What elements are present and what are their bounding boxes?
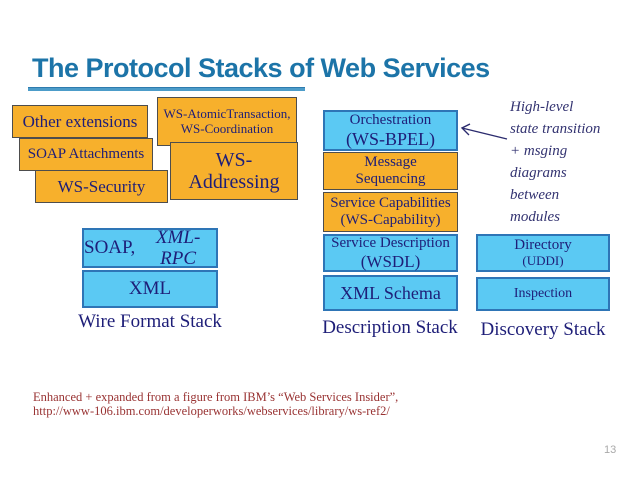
box-ws-addressing: WS-Addressing — [170, 142, 298, 200]
box-label: SOAP Attachments — [27, 146, 145, 163]
box-service-description: Service Description (WSDL) — [323, 234, 458, 272]
box-other-extensions: Other extensions — [12, 105, 148, 138]
box-label-line2: (WS-BPEL) — [346, 128, 435, 149]
box-label: Other extensions — [22, 111, 138, 131]
box-label-soap: SOAP, — [84, 237, 136, 259]
box-label: WS-Addressing — [188, 148, 280, 193]
box-label-line1: Directory — [514, 237, 572, 254]
box-label-line2: Sequencing — [355, 171, 426, 187]
box-label: XML Schema — [340, 282, 441, 303]
box-message-sequencing: Message Sequencing — [323, 152, 458, 190]
citation-line2: http://www-106.ibm.com/developerworks/we… — [33, 404, 390, 418]
box-label-line2: (UDDI) — [522, 253, 564, 269]
citation-text: Enhanced + expanded from a figure from I… — [33, 390, 473, 418]
page-title: The Protocol Stacks of Web Services — [32, 53, 490, 83]
annotation-line: High-level — [510, 99, 574, 115]
annotation-line: + msging — [510, 143, 568, 159]
box-label-line1: Message — [364, 154, 417, 171]
description-stack-label: Description Stack — [322, 317, 458, 338]
box-label-xml-rpc: XML-RPC — [155, 226, 201, 269]
annotation-line: diagrams — [510, 165, 567, 181]
box-label-line2: (WSDL) — [360, 251, 421, 271]
box-label-line2: (WS-Capability) — [340, 212, 441, 228]
box-label-line1: Orchestration — [349, 112, 432, 129]
box-inspection: Inspection — [476, 277, 610, 311]
box-label-line1: Service Description — [331, 235, 450, 252]
arrow-connector-icon — [460, 123, 508, 140]
annotation-line: between — [510, 187, 560, 203]
page-number: 13 — [604, 444, 617, 456]
title-underline-rule — [28, 87, 305, 91]
box-label-line2: WS-Coordination — [180, 120, 274, 136]
annotation-line: modules — [510, 209, 560, 225]
box-xml-schema: XML Schema — [323, 275, 458, 311]
discovery-stack-label: Discovery Stack — [480, 319, 606, 340]
wire-format-stack-label: Wire Format Stack — [78, 311, 222, 332]
annotation-text: High-level state transition + msging dia… — [510, 96, 638, 228]
box-directory: Directory (UDDI) — [476, 234, 610, 272]
box-label: WS-Security — [57, 176, 146, 196]
box-service-capabilities: Service Capabilities (WS-Capability) — [323, 192, 458, 232]
box-soap-attachments: SOAP Attachments — [19, 138, 153, 171]
box-label-line1: Service Capabilities — [330, 195, 451, 212]
box-orchestration: Orchestration (WS-BPEL) — [323, 110, 458, 151]
box-ws-atomictransaction: WS-AtomicTransaction, WS-Coordination — [157, 97, 297, 146]
box-label: Inspection — [513, 286, 573, 302]
citation-line1: Enhanced + expanded from a figure from I… — [33, 390, 399, 404]
box-xml: XML — [82, 270, 218, 308]
box-soap-xml-rpc: SOAP, XML-RPC — [82, 226, 218, 269]
box-label-line1: WS-AtomicTransaction, — [163, 105, 291, 121]
annotation-line: state transition — [510, 121, 601, 137]
box-ws-security: WS-Security — [35, 170, 168, 203]
box-label: XML — [128, 278, 172, 300]
